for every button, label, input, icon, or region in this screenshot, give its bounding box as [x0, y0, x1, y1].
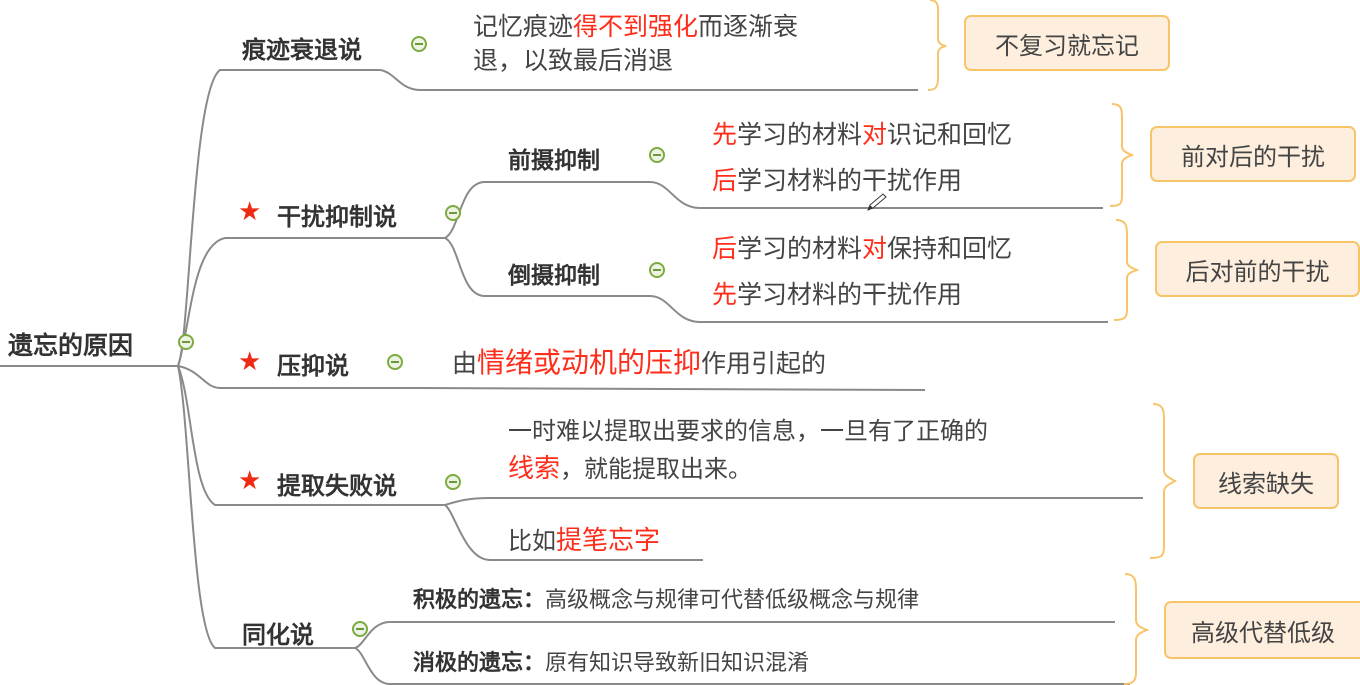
retroactive-inhibition[interactable]: 倒摄抑制	[508, 263, 600, 289]
summary-proactive[interactable]: 前对后的干扰	[1150, 126, 1356, 182]
branch-repression[interactable]: 压抑说	[277, 352, 349, 380]
collapse-minus-icon[interactable]	[445, 474, 461, 490]
collapse-minus-icon[interactable]	[649, 147, 665, 163]
root-topic[interactable]: 遗忘的原因	[8, 331, 134, 360]
star-priority-icon: ★	[238, 466, 262, 496]
branch-assimilation[interactable]: 同化说	[242, 621, 314, 649]
proactive-inhibition[interactable]: 前摄抑制	[508, 148, 600, 174]
collapse-minus-icon[interactable]	[178, 334, 194, 350]
repression-description: 由情绪或动机的压抑作用引起的	[452, 346, 827, 379]
positive-forgetting[interactable]: 积极的遗忘：高级概念与规律可代替低级概念与规律	[413, 588, 920, 613]
proactive-description: 先学习的材料对识记和回忆 后学习材料的干扰作用	[712, 120, 1013, 195]
retrieval-description: 一时难以提取出要求的信息，一旦有了正确的 线索，就能提取出来。	[508, 417, 988, 484]
summary-assimilation[interactable]: 高级代替低级	[1164, 601, 1360, 659]
pen-cursor-icon	[867, 193, 887, 211]
summary-retroactive[interactable]: 后对前的干扰	[1155, 241, 1360, 297]
summary-retrieval[interactable]: 线索缺失	[1193, 453, 1339, 509]
collapse-minus-icon[interactable]	[387, 354, 403, 370]
star-priority-icon: ★	[238, 197, 262, 227]
star-priority-icon: ★	[238, 347, 262, 377]
branch-interference[interactable]: 干扰抑制说	[277, 203, 397, 231]
collapse-minus-icon[interactable]	[445, 205, 461, 221]
collapse-minus-icon[interactable]	[649, 262, 665, 278]
branch-trace-decay[interactable]: 痕迹衰退说	[242, 36, 362, 64]
collapse-minus-icon[interactable]	[411, 36, 427, 52]
trace-decay-description: 记忆痕迹得不到强化而逐渐衰 退，以致最后消退	[473, 12, 799, 75]
summary-trace-decay[interactable]: 不复习就忘记	[964, 15, 1170, 71]
retrieval-example: 比如提笔忘字	[508, 526, 661, 556]
negative-forgetting[interactable]: 消极的遗忘：原有知识导致新旧知识混淆	[413, 651, 810, 676]
collapse-minus-icon[interactable]	[352, 621, 368, 637]
retroactive-description: 后学习的材料对保持和回忆 先学习材料的干扰作用	[712, 234, 1013, 309]
branch-retrieval-failure[interactable]: 提取失败说	[277, 472, 397, 500]
